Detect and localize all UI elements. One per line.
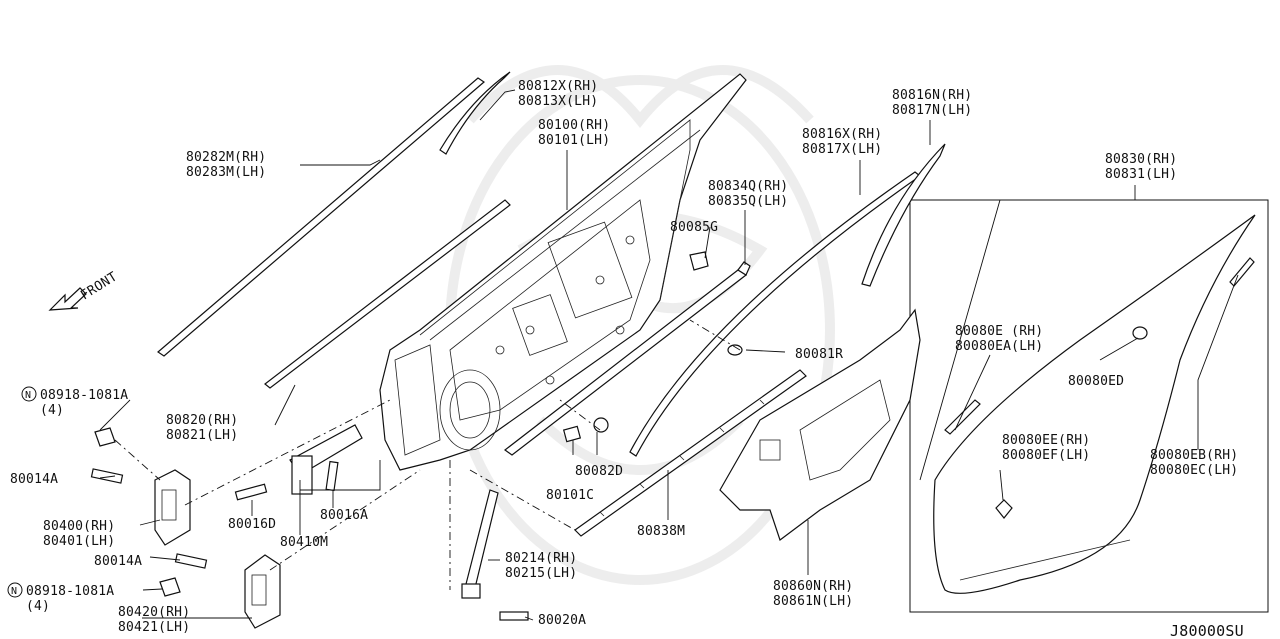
check-link-80410m [289,424,363,495]
door-shell-80100 [379,73,747,471]
clip-80080eb [1229,257,1255,287]
svg-text:N: N [25,390,31,401]
part-labels: 80812X(RH)80813X(LH) 80100(RH)80101(LH) … [7,79,1244,639]
hinge-80420 [244,554,281,629]
nut-08918-b [159,577,181,597]
diagram-code: J80000SU [1170,622,1244,639]
weatherstrip-80820 [264,199,511,389]
clip-80080ee [995,499,1013,519]
bolt-80020a [499,611,529,621]
plug-80081r [727,344,743,356]
label-80016d: 80016D [228,517,276,532]
label-80816x: 80816X(RH)80817X(LH) [802,127,882,157]
label-80420: 80420(RH)80421(LH) [118,605,190,635]
moulding-80834q [503,261,751,456]
label-80080ed: 80080ED [1068,374,1124,389]
seal-80838m [574,369,807,537]
bolt-80016d [234,483,268,501]
sash-80816n [861,143,946,287]
pad-80101c [562,425,582,443]
label-80410m: 80410M [280,535,328,550]
clip-80080ed [1132,326,1148,340]
label-80080e: 80080E (RH)80080EA(LH) [955,324,1043,354]
label-80014a-a: 80014A [10,472,58,487]
door-seal-80830 [933,214,1256,594]
seal-group-box [909,199,1269,613]
label-80214: 80214(RH)80215(LH) [505,551,577,581]
label-80080ee: 80080EE(RH)80080EF(LH) [1002,433,1090,463]
nut-08918-a [94,427,116,447]
label-80080eb: 80080EB(RH)80080EC(LH) [1150,448,1238,478]
clip-80080e [944,399,981,435]
moulding-80812x [439,71,511,155]
label-80816n: 80816N(RH)80817N(LH) [892,88,972,118]
label-80820: 80820(RH)80821(LH) [166,413,238,443]
label-80282m: 80282M(RH)80283M(LH) [186,150,266,180]
clip-80085g [689,251,709,271]
hinge-80400 [154,469,191,546]
trim-panel-80860n [719,308,921,541]
leader-lines [99,89,1239,621]
label-80834q: 80834Q(RH)80835Q(LH) [708,179,788,209]
label-80860n: 80860N(RH)80861N(LH) [773,579,853,609]
label-80085g: 80085G [670,220,718,235]
grommet-80082d [593,417,609,433]
label-80082d: 80082D [575,464,623,479]
bolt-80014a-b [174,553,208,569]
circled-n-icon: N [21,386,37,402]
label-80838m: 80838M [637,524,685,539]
label-80101c: 80101C [546,488,594,503]
assembly-dash-lines [114,319,741,590]
label-80081r: 80081R [795,347,843,362]
label-80014a-b: 80014A [94,554,142,569]
label-80016a: 80016A [320,508,368,523]
label-80020a: 80020A [538,613,586,628]
front-arrow: FRONT [48,269,120,311]
svg-text:N: N [11,586,17,597]
bolt-80016a [325,460,339,492]
front-label: FRONT [78,269,120,303]
label-80812x: 80812X(RH)80813X(LH) [518,79,598,109]
circled-n-icon: N [7,582,23,598]
label-80100: 80100(RH)80101(LH) [538,118,610,148]
bolt-80014a-a [90,468,124,484]
label-80830: 80830(RH)80831(LH) [1105,152,1177,182]
label-08918-b: 08918-1081A(4) [26,584,114,614]
regulator-rail-80214 [461,489,499,599]
label-80400: 80400(RH)80401(LH) [43,519,115,549]
moulding-80282m [157,77,485,357]
label-08918-a: 08918-1081A(4) [40,388,128,418]
